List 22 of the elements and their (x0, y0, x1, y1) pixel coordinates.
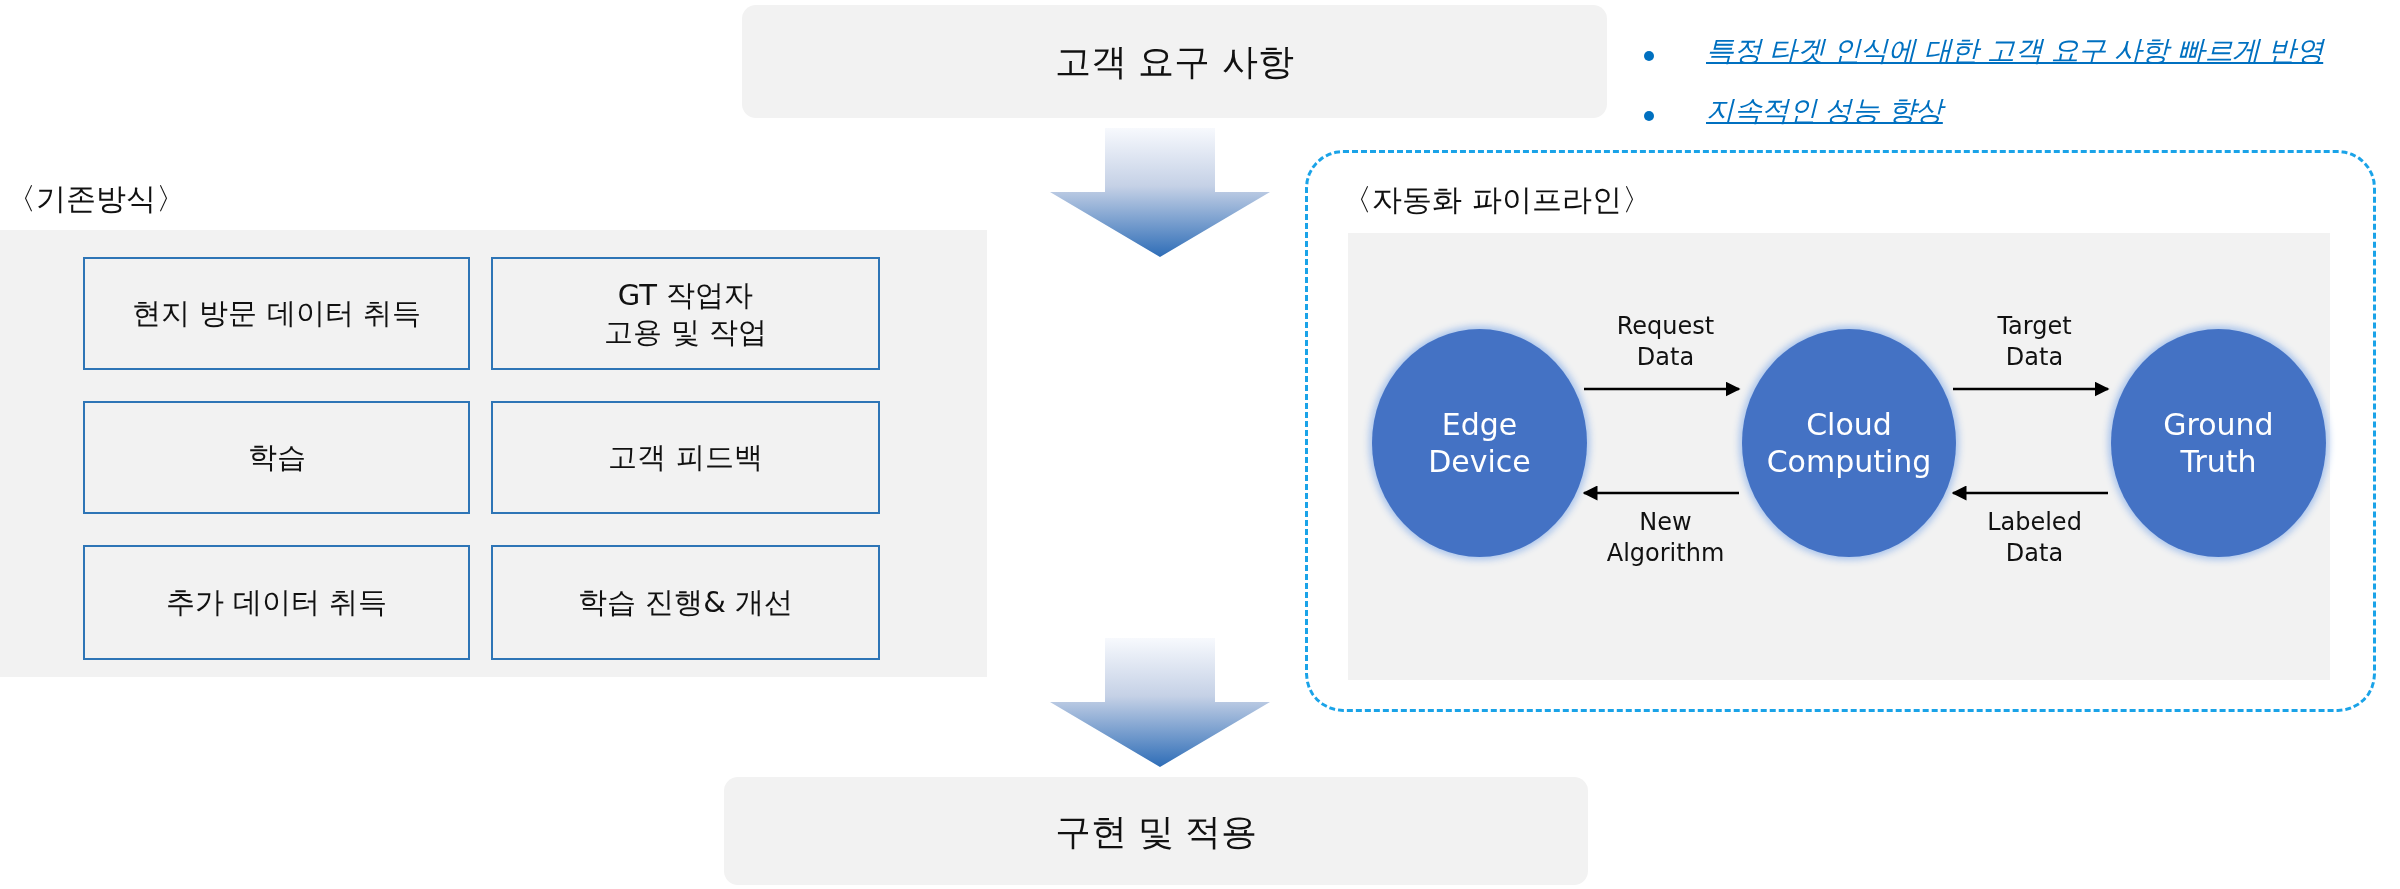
step-box: GT 작업자 고용 및 작업 (491, 257, 880, 370)
panel-heading: 〈기존방식〉 (6, 180, 186, 218)
step-box: 학습 진행& 개선 (491, 545, 880, 660)
process-circle: Edge Device (1372, 329, 1587, 557)
block-arrow (1050, 128, 1270, 257)
process-circle: Ground Truth (2111, 329, 2326, 557)
step-box: 고객 피드백 (491, 401, 880, 514)
process-circle: Cloud Computing (1742, 329, 1956, 557)
pipeline-panel (1348, 233, 2330, 680)
result-box: 구현 및 적용 (724, 777, 1588, 885)
arrow (1584, 381, 1741, 397)
arrow (1582, 485, 1739, 501)
requirement-box: 고객 요구 사항 (742, 5, 1607, 118)
block-arrow (1050, 638, 1270, 767)
panel-heading: 〈자동화 파이프라인〉 (1342, 181, 1652, 219)
pipeline-frame (1305, 150, 2376, 712)
step-box: 추가 데이터 취득 (83, 545, 470, 660)
arrow (1953, 381, 2110, 397)
arrow (1951, 485, 2108, 501)
step-box: 학습 (83, 401, 470, 514)
step-box: 현지 방문 데이터 취득 (83, 257, 470, 370)
note-text: 특정 타겟 인식에 대한 고객 요구 사항 빠르게 반영 (1706, 33, 2324, 69)
